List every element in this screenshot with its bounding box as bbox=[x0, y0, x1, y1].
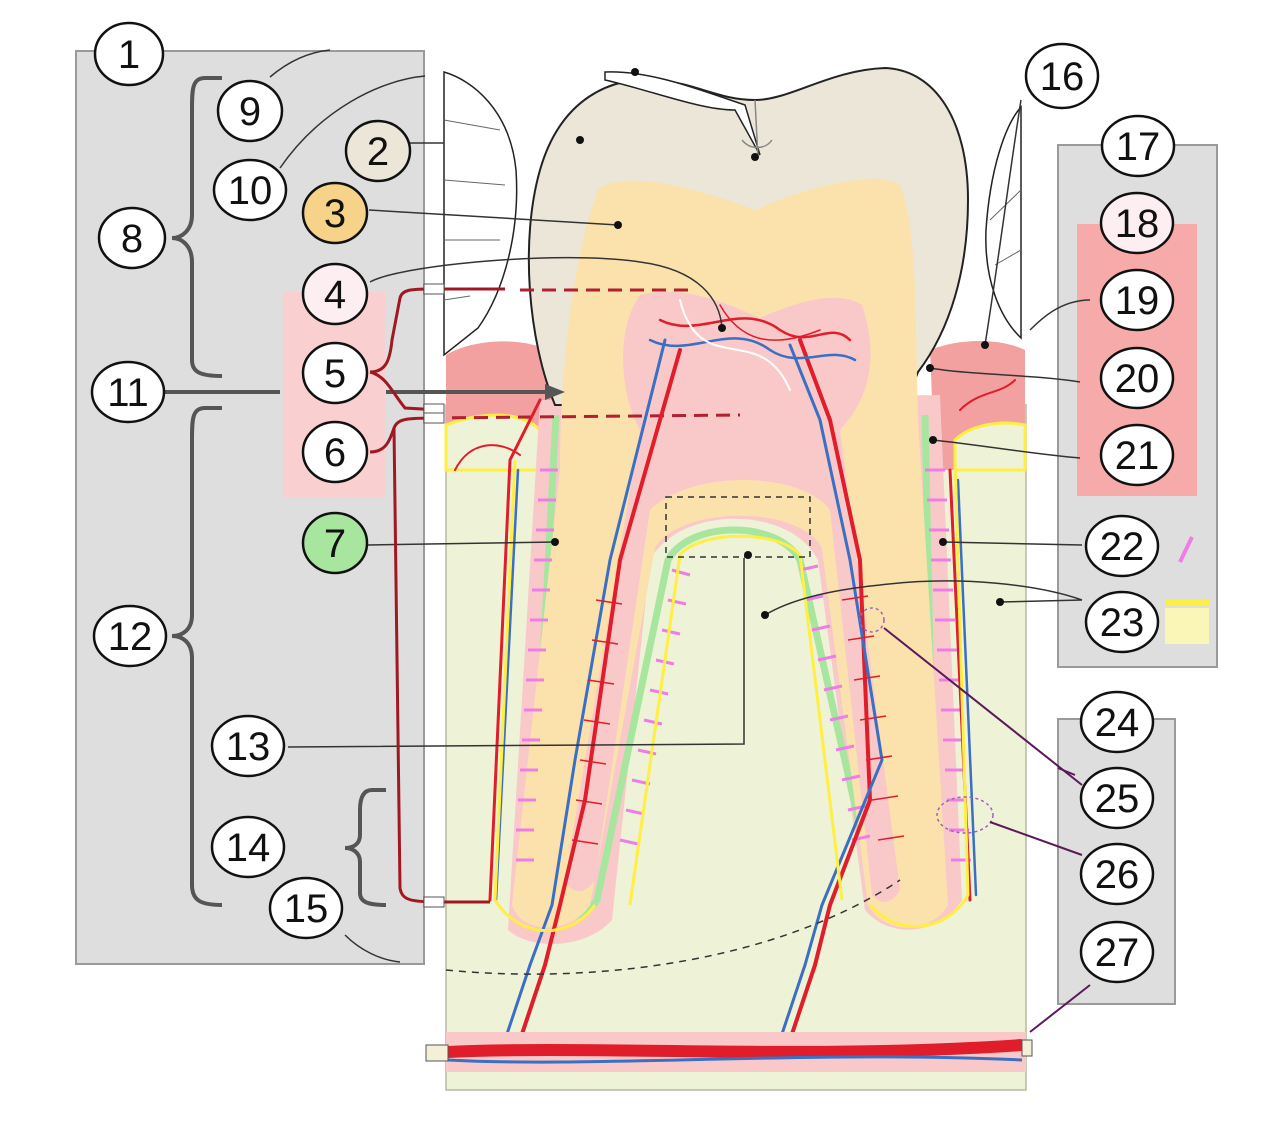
label-6: 6 bbox=[324, 431, 346, 475]
label-26: 26 bbox=[1095, 853, 1140, 897]
purple-leaders bbox=[883, 627, 1091, 1033]
detail-circle-25 bbox=[859, 607, 885, 633]
enamel-highlight bbox=[604, 71, 761, 156]
enamel-groove bbox=[741, 99, 773, 159]
label-1: 1 bbox=[118, 33, 140, 77]
label-17: 17 bbox=[1116, 125, 1161, 169]
label-3: 3 bbox=[324, 192, 346, 236]
label-bubble-14 bbox=[210, 815, 286, 879]
label-8: 8 bbox=[121, 217, 143, 261]
label-bubble-10 bbox=[212, 158, 288, 222]
label-9: 9 bbox=[239, 90, 261, 134]
label-bubble-8 bbox=[97, 206, 167, 270]
label-16: 16 bbox=[1040, 55, 1085, 99]
label-bubble-11 bbox=[90, 360, 166, 424]
label-bubble-13 bbox=[210, 714, 286, 778]
label-bubble-7 bbox=[301, 511, 369, 575]
label-bubble-4 bbox=[301, 262, 369, 326]
label-24: 24 bbox=[1095, 701, 1140, 745]
label-13: 13 bbox=[226, 725, 271, 769]
label-15: 15 bbox=[284, 887, 329, 931]
label-20: 20 bbox=[1115, 357, 1160, 401]
vessel-cap-left bbox=[425, 1044, 449, 1062]
label-bubble-27 bbox=[1079, 920, 1155, 984]
cej-dashed-line bbox=[429, 288, 741, 420]
label-22: 22 bbox=[1100, 525, 1145, 569]
bracket-endcaps bbox=[423, 283, 445, 908]
label-bubble-12 bbox=[92, 604, 168, 668]
label-14: 14 bbox=[226, 826, 271, 870]
label-bubble-5 bbox=[301, 341, 369, 405]
label-11: 11 bbox=[107, 371, 149, 415]
label-27: 27 bbox=[1095, 931, 1140, 975]
label-bubble-20 bbox=[1099, 346, 1175, 410]
socket-outline-center bbox=[628, 534, 844, 906]
left-leaders bbox=[269, 49, 745, 963]
number-bubbles bbox=[90, 21, 1176, 984]
number-labels: 1 2 3 4 5 6 7 8 9 10 11 12 13 14 15 16 1… bbox=[107, 33, 1160, 975]
label-bubble-18 bbox=[1099, 191, 1175, 255]
detail-ellipse-26 bbox=[936, 796, 994, 834]
label-bubble-3 bbox=[301, 181, 369, 245]
label-bubble-22 bbox=[1084, 514, 1160, 578]
label-bubble-17 bbox=[1100, 114, 1176, 178]
label-bubble-16 bbox=[1024, 42, 1100, 110]
label-19: 19 bbox=[1115, 279, 1160, 323]
bone-swatch-fill bbox=[1165, 608, 1209, 644]
label-4: 4 bbox=[324, 273, 346, 317]
fiber-swatch bbox=[1178, 536, 1194, 563]
bottom-vein bbox=[447, 1055, 1023, 1064]
label-21: 21 bbox=[1115, 434, 1160, 478]
label-bubble-24 bbox=[1079, 690, 1155, 754]
label-18: 18 bbox=[1115, 202, 1160, 246]
label-12: 12 bbox=[108, 615, 153, 659]
label-bubble-21 bbox=[1099, 423, 1175, 487]
label-bubble-15 bbox=[268, 876, 344, 940]
socket-outline-right bbox=[868, 459, 970, 928]
pulp bbox=[565, 291, 900, 902]
label-5: 5 bbox=[324, 352, 346, 396]
bottom-artery bbox=[447, 1039, 1023, 1058]
apex-dashed-ellipse bbox=[445, 879, 901, 975]
label-bubble-1 bbox=[93, 21, 165, 87]
label-bubble-23 bbox=[1084, 590, 1160, 654]
label-25: 25 bbox=[1095, 777, 1140, 821]
socket-outline-left bbox=[493, 459, 597, 933]
label-bubble-9 bbox=[216, 79, 284, 143]
vessel-cap-right bbox=[1021, 1039, 1033, 1057]
label-2: 2 bbox=[367, 130, 389, 174]
apex-dashed-box bbox=[665, 496, 811, 558]
label-23: 23 bbox=[1100, 601, 1145, 645]
leader-dots bbox=[551, 68, 1004, 619]
capillaries bbox=[571, 595, 905, 845]
periodontal-fibers bbox=[516, 468, 971, 862]
right-leaders bbox=[764, 99, 1091, 616]
neighbor-tooth-left bbox=[443, 71, 518, 357]
left-braces bbox=[171, 76, 387, 907]
arrow-11-head bbox=[545, 384, 565, 400]
label-bubble-25 bbox=[1079, 766, 1155, 830]
label-bubble-6 bbox=[301, 420, 369, 484]
label-7: 7 bbox=[324, 522, 346, 566]
label-bubble-2 bbox=[344, 119, 412, 183]
bone-swatch-edge bbox=[1165, 600, 1209, 606]
label-bubble-19 bbox=[1099, 268, 1175, 332]
label-10: 10 bbox=[228, 169, 273, 213]
label-bubble-26 bbox=[1079, 842, 1155, 906]
